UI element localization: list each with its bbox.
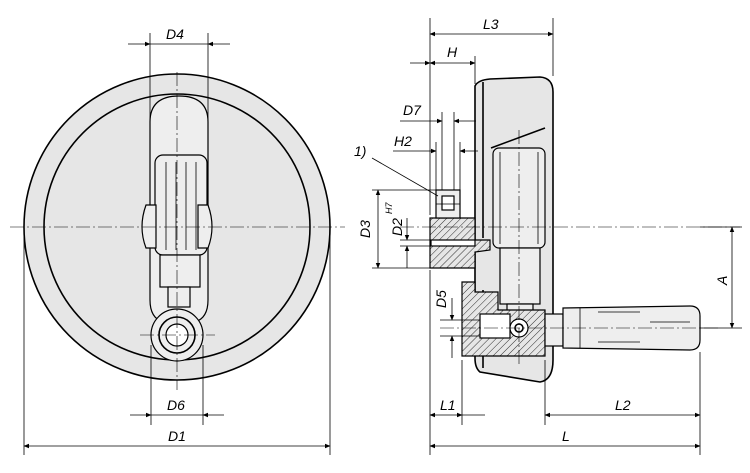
dim-h2: H2 — [394, 133, 412, 149]
dim-d1: D1 — [168, 428, 186, 444]
dim-l1: L1 — [440, 397, 456, 413]
dim-h: H — [447, 44, 458, 60]
dim-l3: L3 — [483, 16, 499, 32]
crank-handle — [544, 305, 701, 351]
front-view: D4 D6 D1 — [10, 26, 345, 455]
dim-d3: D3 — [357, 220, 373, 238]
dim-d4: D4 — [166, 26, 184, 42]
dim-d5: D5 — [433, 290, 449, 308]
dim-d7: D7 — [403, 102, 422, 118]
dim-d2: D2 — [389, 218, 405, 236]
dim-l: L — [562, 428, 570, 444]
dim-a: A — [714, 276, 730, 286]
folding-grip — [141, 154, 213, 308]
note-1: 1) — [354, 143, 366, 159]
dim-l2: L2 — [615, 397, 631, 413]
dim-d2-fit: H7 — [384, 202, 394, 214]
set-screw — [435, 189, 461, 219]
dim-d6: D6 — [167, 397, 185, 413]
side-view: L3 H D7 H2 1) D3 D2 H7 — [354, 16, 742, 455]
